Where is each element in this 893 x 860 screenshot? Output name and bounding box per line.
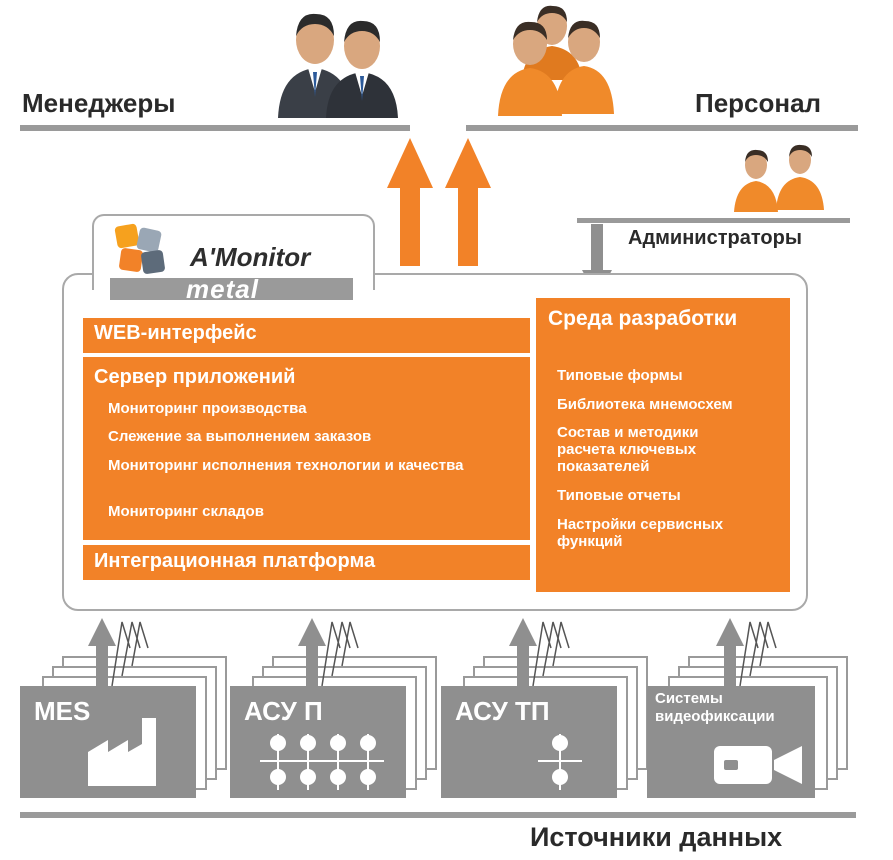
logo-title: A'Monitor xyxy=(190,242,311,272)
managers-label: Менеджеры xyxy=(22,88,176,118)
app-server-item-3: Мониторинг исполнения технологии и качес… xyxy=(108,457,464,474)
up-arrow-managers-icon xyxy=(387,138,433,266)
integration-platform-label: Интеграционная платформа xyxy=(94,550,376,572)
personnel-label: Персонал xyxy=(695,88,822,118)
abacus-icon xyxy=(260,734,384,790)
sources-title: Источники данных xyxy=(530,822,783,852)
process-icon xyxy=(538,734,582,790)
logo-subtitle-bar xyxy=(110,278,353,300)
source-asup-label: АСУ П xyxy=(244,696,323,726)
managers-icon xyxy=(278,13,398,118)
source-connectors xyxy=(88,618,777,696)
administrators-icon xyxy=(734,144,824,212)
app-server-label: Сервер приложений xyxy=(94,366,296,388)
up-arrow-personnel-icon xyxy=(445,138,491,266)
sources-divider xyxy=(20,812,856,818)
dev-environment-title: Среда разработки xyxy=(548,307,738,330)
personnel-icon xyxy=(498,5,614,116)
amonitor-logo-icon xyxy=(114,223,165,274)
integration-platform-bar xyxy=(83,545,530,580)
app-server-item-2: Слежение за выполнением заказов xyxy=(108,428,372,445)
app-server-item-4: Мониторинг складов xyxy=(108,503,264,520)
dev-item-1: Типовые формы xyxy=(557,367,683,384)
source-asutp-label: АСУ ТП xyxy=(455,696,550,726)
administrators-label: Администраторы xyxy=(628,227,802,249)
app-server-block xyxy=(83,357,530,540)
source-asup xyxy=(230,686,406,798)
source-mes-label: MES xyxy=(34,696,91,726)
app-server-item-1: Мониторинг производства xyxy=(108,400,307,417)
web-interface-label: WEB-интерфейс xyxy=(94,322,257,344)
web-interface-bar xyxy=(83,318,530,353)
managers-divider xyxy=(20,125,410,131)
dev-item-5: Настройки сервисных функций xyxy=(557,516,724,550)
dev-item-3: Состав и методики расчета ключевых показ… xyxy=(557,424,699,475)
dev-item-4: Типовые отчеты xyxy=(557,487,681,504)
source-video-label: Системы видеофиксации xyxy=(655,690,775,725)
source-asutp xyxy=(441,686,617,798)
dev-environment-block xyxy=(536,298,790,592)
dev-item-2: Библиотека мнемосхем xyxy=(557,396,733,413)
administrators-divider xyxy=(577,218,850,223)
factory-icon xyxy=(88,718,156,786)
personnel-divider xyxy=(466,125,858,131)
logo-tab-joint xyxy=(94,270,373,278)
logo-subtitle: metal xyxy=(186,274,259,304)
video-camera-icon xyxy=(714,746,802,784)
